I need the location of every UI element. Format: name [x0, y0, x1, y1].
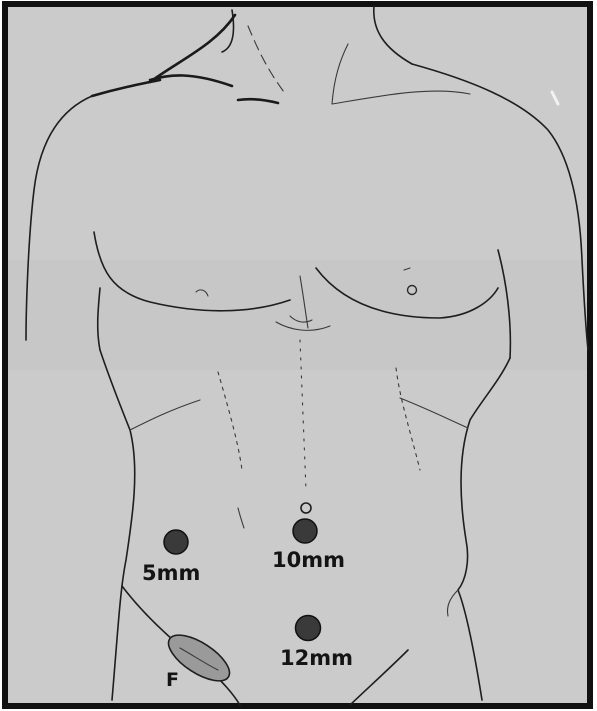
- port-12mm-marker: [296, 616, 321, 641]
- incision-label: F: [166, 669, 179, 691]
- port-5mm-label: 5mm: [142, 561, 200, 585]
- plate-shading: [5, 260, 590, 370]
- port-12mm-label: 12mm: [280, 646, 353, 670]
- port-5mm-marker: [164, 530, 188, 554]
- port-10mm-label: 10mm: [272, 548, 345, 572]
- port-10mm-marker: [293, 519, 317, 543]
